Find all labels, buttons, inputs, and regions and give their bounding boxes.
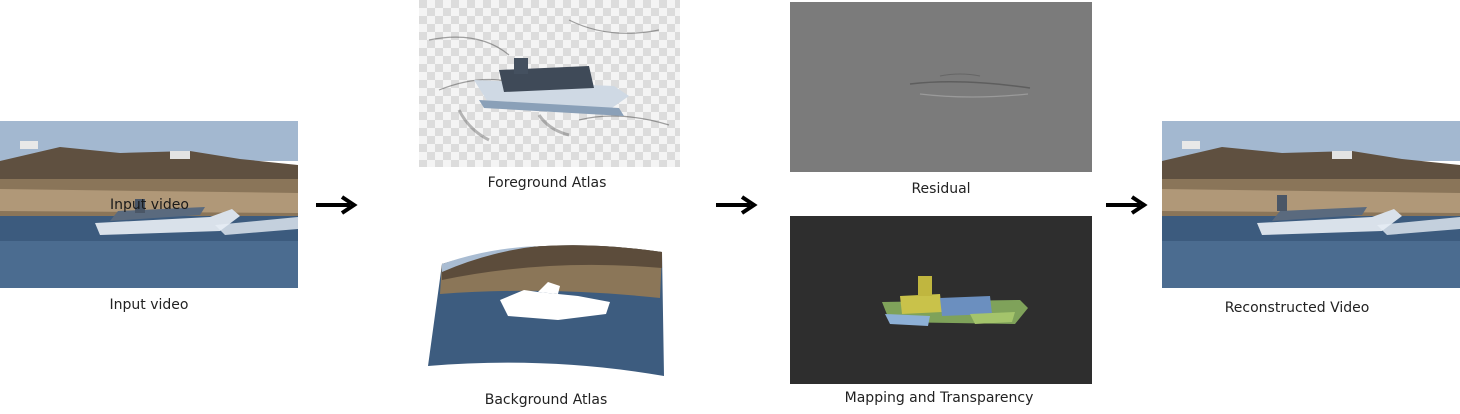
reconstructed-video-frame bbox=[1162, 121, 1460, 288]
foreground-atlas-image bbox=[419, 0, 680, 167]
mapping-transparency-image bbox=[790, 216, 1092, 384]
foreground-atlas-frame bbox=[419, 0, 680, 167]
mapping-transparency-frame bbox=[790, 216, 1092, 384]
reconstructed-video-image bbox=[1162, 121, 1460, 288]
mapping-transparency-label: Mapping and Transparency bbox=[844, 390, 1034, 406]
input-video-image bbox=[0, 121, 298, 288]
residual-image bbox=[790, 2, 1092, 172]
input-video-frame bbox=[0, 121, 298, 288]
background-atlas-frame bbox=[428, 238, 666, 386]
arrow-icon-1 bbox=[314, 195, 358, 215]
arrow-icon-2 bbox=[714, 195, 758, 215]
reconstructed-video-label: Reconstructed Video bbox=[1224, 300, 1370, 316]
arrow-icon-3 bbox=[1104, 195, 1148, 215]
residual-frame bbox=[790, 2, 1092, 172]
residual-label: Residual bbox=[911, 181, 971, 197]
background-atlas-image bbox=[428, 245, 664, 376]
input-video-overlay-text: Input video bbox=[110, 197, 189, 213]
input-video-label: Input video bbox=[109, 297, 189, 313]
background-atlas-label: Background Atlas bbox=[484, 392, 608, 408]
foreground-atlas-label: Foreground Atlas bbox=[487, 175, 607, 191]
